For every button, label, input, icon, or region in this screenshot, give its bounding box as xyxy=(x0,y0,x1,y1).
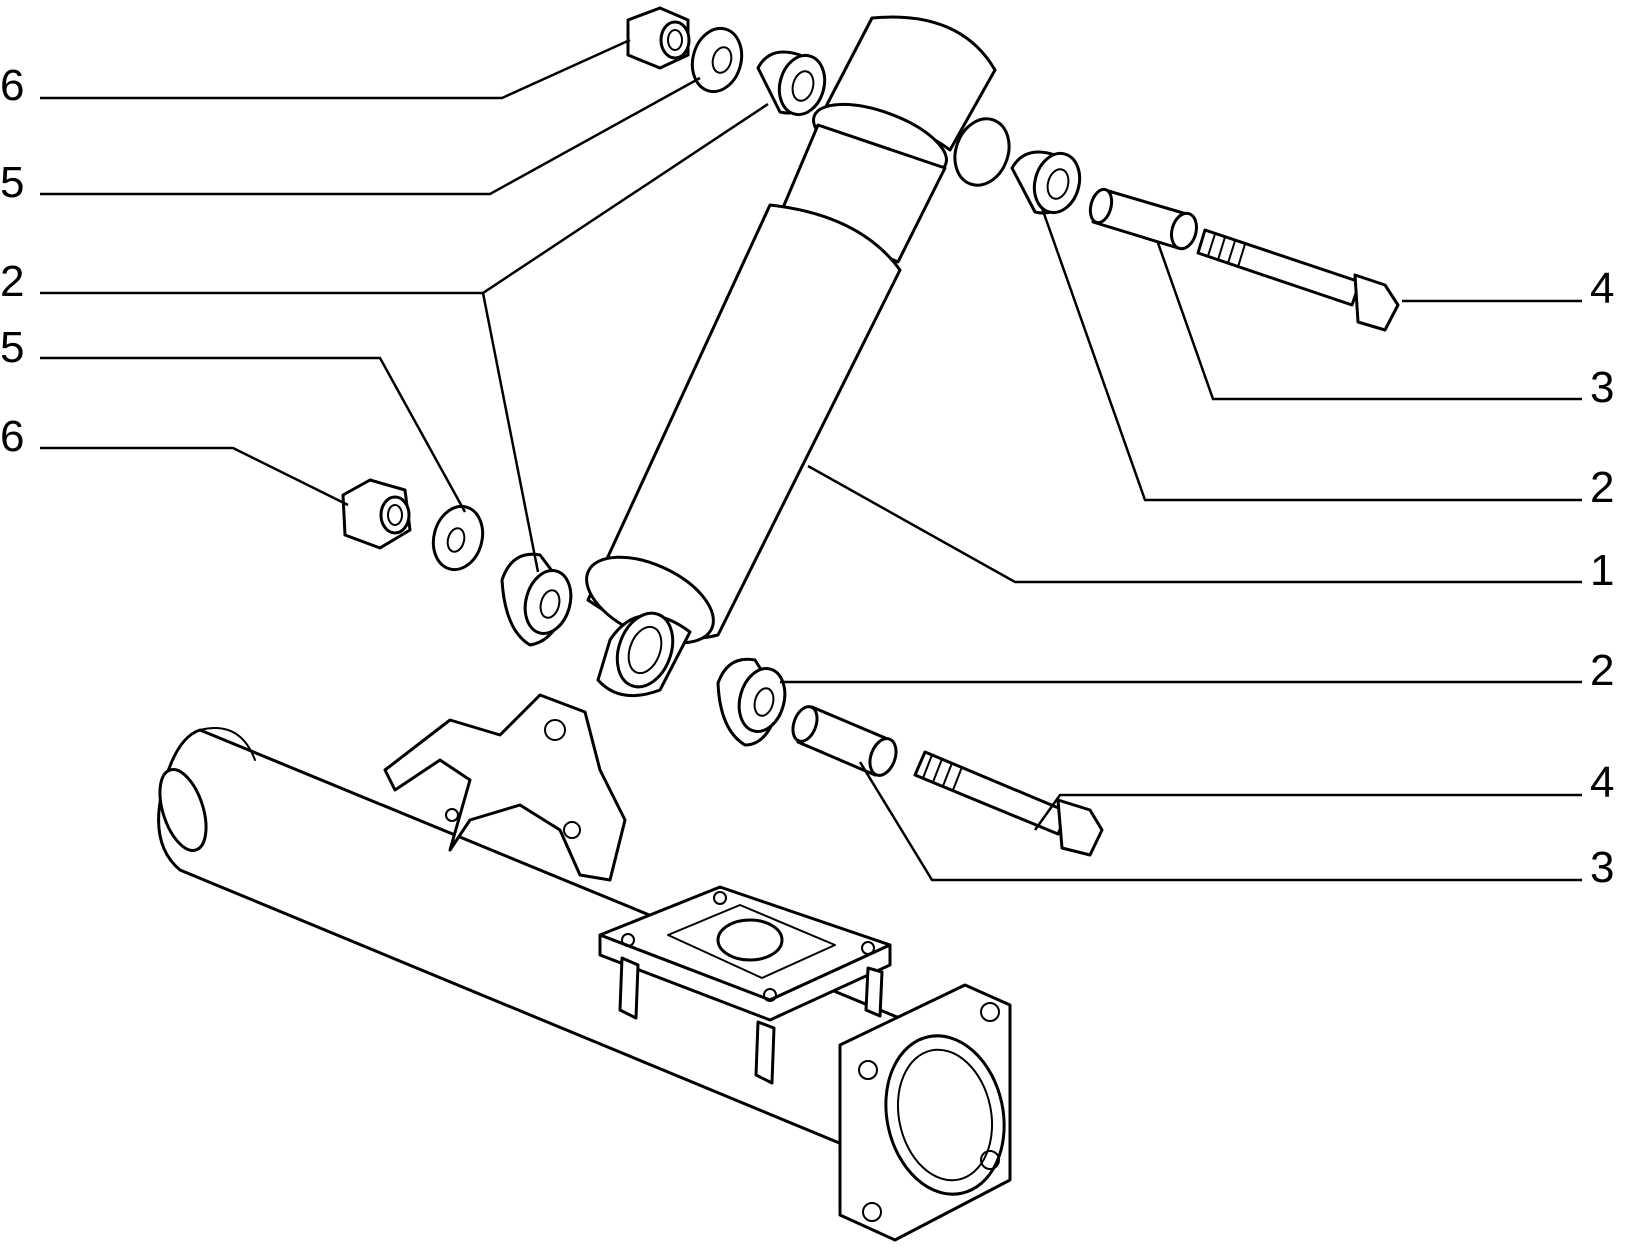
washer-lower xyxy=(431,504,485,572)
callout-left-5: 6 xyxy=(0,412,24,461)
callout-left-3: 2 xyxy=(0,257,24,306)
bolt-upper xyxy=(1196,228,1400,332)
bushing-lower-left xyxy=(500,552,573,647)
nut-lower xyxy=(341,478,412,550)
leader-lines xyxy=(40,38,1582,882)
callout-numbers: 6 5 2 5 6 4 3 2 1 2 4 3 xyxy=(0,61,1614,892)
callout-right-5: 2 xyxy=(1590,646,1614,695)
callout-left-1: 6 xyxy=(0,61,24,110)
callout-right-3: 2 xyxy=(1590,463,1614,512)
callout-left-2: 5 xyxy=(0,158,24,207)
nut-upper xyxy=(626,6,691,70)
callout-right-6: 4 xyxy=(1590,758,1614,807)
axle-housing xyxy=(157,693,1012,1242)
bushing-upper xyxy=(756,50,827,117)
shock-absorber xyxy=(585,15,1011,698)
callout-left-4: 5 xyxy=(0,323,24,372)
sleeve-lower xyxy=(791,705,898,777)
washer-upper xyxy=(690,26,744,94)
bushing-lower-right xyxy=(716,657,787,747)
bushing-upper-right xyxy=(1010,150,1082,215)
callout-right-4: 1 xyxy=(1590,546,1614,595)
callout-right-2: 3 xyxy=(1590,363,1614,412)
sleeve-upper xyxy=(1088,187,1198,251)
callout-right-1: 4 xyxy=(1590,264,1614,313)
bolt-lower xyxy=(913,750,1104,857)
callout-right-7: 3 xyxy=(1590,843,1614,892)
